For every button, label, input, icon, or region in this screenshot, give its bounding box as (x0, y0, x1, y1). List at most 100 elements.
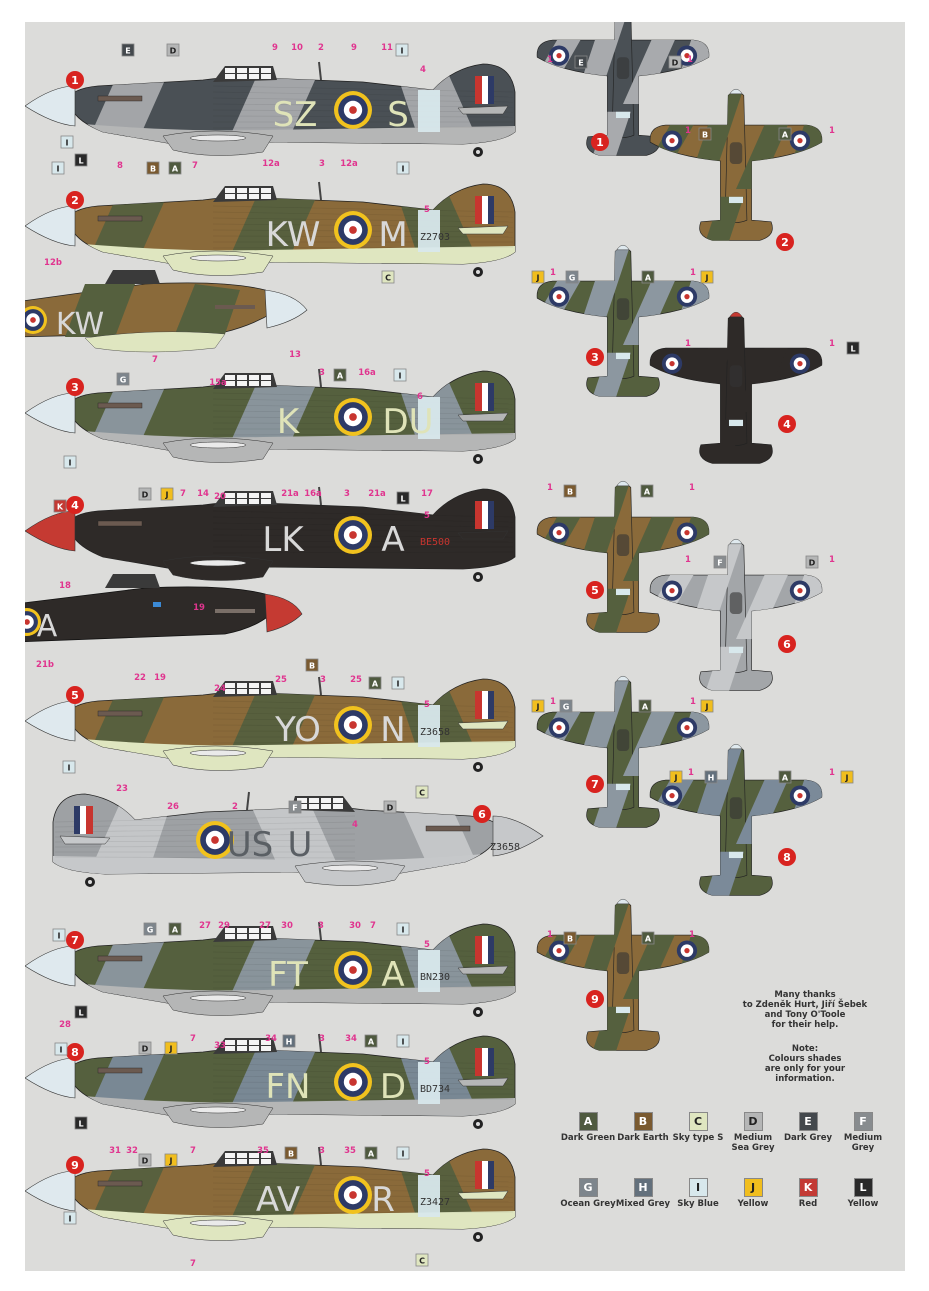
callout-number: 32 (126, 1146, 138, 1156)
callout-number: 1 (550, 697, 556, 707)
callout-number: 7 (370, 921, 376, 931)
side-profile-8 (25, 1033, 516, 1129)
svg-text:A: A (372, 680, 379, 689)
callout-number: 1 (547, 483, 553, 493)
svg-text:A: A (337, 372, 344, 381)
roundel (25, 306, 47, 334)
legend-swatch: H (633, 1178, 653, 1197)
callout-number: 17 (421, 489, 433, 499)
svg-text:1: 1 (71, 74, 79, 87)
callout-number: 2 (318, 43, 324, 53)
colour-callout-b: B (305, 658, 319, 672)
callout-number: 1 (685, 126, 691, 136)
callout-number: 33 (214, 1041, 226, 1051)
colour-callout-i: I (52, 928, 66, 942)
side-profile-6 (52, 791, 544, 887)
colour-callout-i: I (396, 1034, 410, 1048)
roundel (548, 940, 570, 961)
code-left: AV (256, 1180, 300, 1220)
callout-number: 9 (272, 43, 278, 53)
callout-number: 1 (688, 768, 694, 778)
callout-number: 9 (351, 43, 357, 53)
canopy (213, 1038, 277, 1054)
svg-text:L: L (400, 495, 405, 504)
roundel (676, 940, 698, 961)
serial-number: Z3427 (420, 1197, 450, 1208)
svg-text:C: C (385, 274, 391, 283)
callout-number: 3 (318, 921, 324, 931)
colour-callout-l: L (74, 1005, 88, 1019)
code-left: YO (274, 710, 321, 750)
roundel (334, 211, 372, 249)
callout-number: 1 (829, 768, 835, 778)
code-right: M (378, 215, 407, 255)
profile-number-badge: 2 (66, 191, 84, 209)
side-profile-9 (25, 1146, 516, 1242)
svg-text:I: I (402, 1150, 405, 1159)
colour-callout-g: G (143, 922, 157, 936)
legend-label: Mixed Grey (615, 1199, 671, 1209)
colour-callout-i: I (63, 455, 77, 469)
roundel (334, 1176, 372, 1214)
legend-swatch: D (743, 1112, 763, 1131)
roundel (676, 717, 698, 738)
callout-number: 7 (190, 1259, 196, 1269)
profile-number-badge: 9 (586, 990, 604, 1008)
colour-callout-i: I (393, 368, 407, 382)
note-line: Colours shades (768, 1054, 842, 1064)
callout-number: 3 (319, 1146, 325, 1156)
callout-number: 26 (167, 802, 179, 812)
canopy (291, 796, 355, 812)
callout-number: 19 (193, 603, 205, 613)
profile-number-badge: 3 (586, 348, 604, 366)
svg-text:G: G (147, 926, 154, 935)
callout-number: 30 (349, 921, 361, 931)
callout-number: 1 (550, 268, 556, 278)
callout-number: 1 (690, 268, 696, 278)
svg-text:3: 3 (71, 381, 79, 394)
svg-text:1: 1 (596, 136, 604, 149)
callout-number: 28 (59, 1020, 71, 1030)
svg-text:L: L (78, 157, 83, 166)
colour-callout-a: A (333, 368, 347, 382)
svg-text:D: D (170, 47, 177, 56)
callout-number: 7 (190, 1034, 196, 1044)
legend-label: Medium Grey (843, 1133, 883, 1153)
callout-number: 23 (116, 784, 128, 794)
callout-number: 35 (344, 1146, 356, 1156)
callout-number: 31 (109, 1146, 121, 1156)
callout-number: 25 (275, 675, 287, 685)
callout-number: 1 (829, 339, 835, 349)
roundel (334, 91, 372, 129)
roundel (548, 45, 570, 66)
colour-callout-d: D (383, 800, 397, 814)
code-left: LK (262, 520, 305, 560)
roundel (334, 951, 372, 989)
side-profile-7 (25, 921, 516, 1017)
callout-number: 27 (259, 921, 271, 931)
roundel (789, 580, 811, 601)
callout-number: 16a (304, 489, 322, 499)
colour-callout-d: D (138, 1041, 152, 1055)
callout-number: 1 (687, 55, 693, 65)
svg-text:L: L (78, 1009, 83, 1018)
colour-callout-k: K (53, 499, 67, 513)
canopy (213, 681, 277, 697)
colour-callout-j: J (700, 270, 714, 284)
svg-text:B: B (567, 935, 573, 944)
svg-text:E: E (578, 59, 583, 68)
svg-text:2: 2 (71, 194, 79, 207)
svg-text:A: A (645, 935, 652, 944)
profile-number-badge: 7 (66, 931, 84, 949)
roundel (661, 130, 683, 151)
svg-text:B: B (309, 662, 315, 671)
code-right: N (380, 710, 405, 750)
svg-text:J: J (169, 1157, 173, 1166)
svg-text:I: I (69, 1215, 72, 1224)
colour-callout-a: A (640, 484, 654, 498)
